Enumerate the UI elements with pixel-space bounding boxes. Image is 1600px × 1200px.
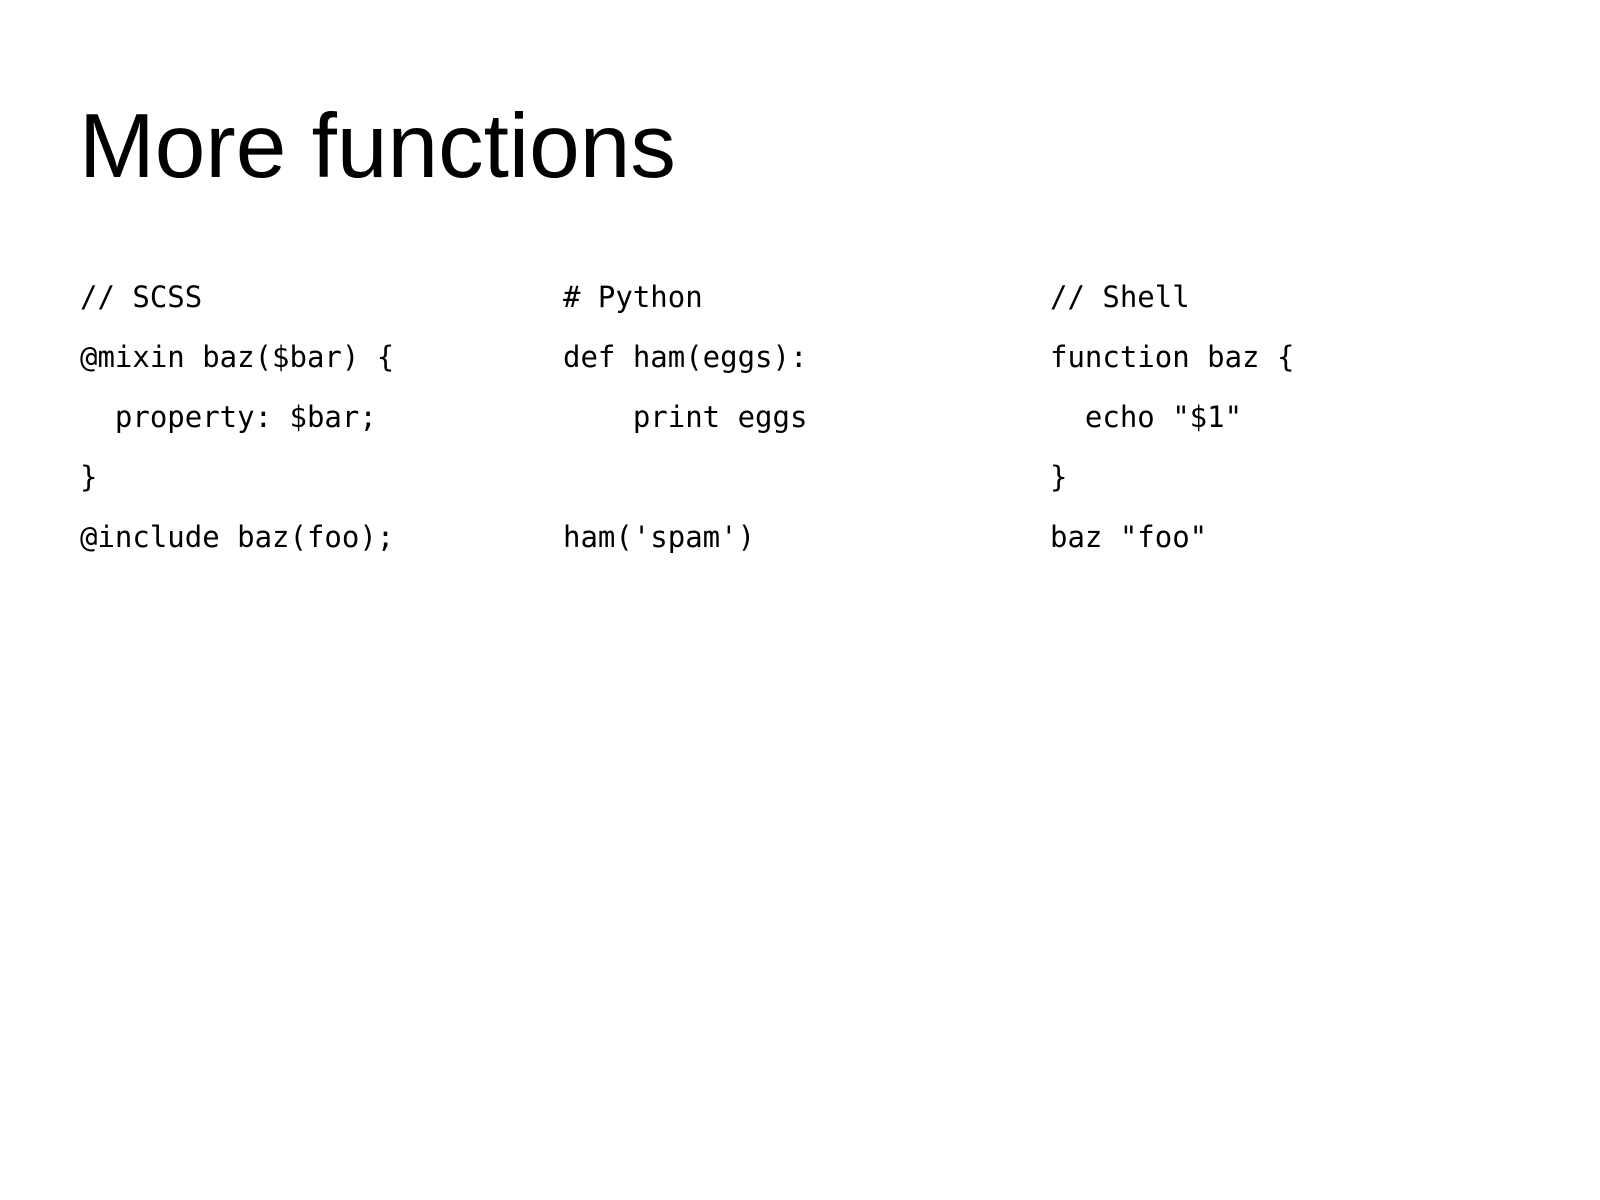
code-line xyxy=(563,447,807,507)
code-line: function baz { xyxy=(1050,340,1295,374)
code-block-shell: // Shell function baz { echo "$1" } baz … xyxy=(1050,267,1294,567)
slide-title: More functions xyxy=(79,96,676,197)
code-block-python: # Python def ham(eggs): print eggs ham('… xyxy=(563,267,807,567)
code-line: # Python xyxy=(563,280,703,314)
code-line: } xyxy=(80,460,98,494)
code-line: ham('spam') xyxy=(563,520,756,554)
code-line: @mixin baz($bar) { xyxy=(80,340,395,374)
code-line: baz "foo" xyxy=(1050,520,1208,554)
code-line: // Shell xyxy=(1050,280,1190,314)
code-line: // SCSS xyxy=(80,280,203,314)
code-line: } xyxy=(1050,460,1068,494)
code-line: print eggs xyxy=(563,400,808,434)
code-line: echo "$1" xyxy=(1050,400,1243,434)
code-line: property: $bar; xyxy=(80,400,377,434)
code-line: @include baz(foo); xyxy=(80,520,395,554)
code-block-scss: // SCSS @mixin baz($bar) { property: $ba… xyxy=(80,267,394,567)
code-line: def ham(eggs): xyxy=(563,340,808,374)
